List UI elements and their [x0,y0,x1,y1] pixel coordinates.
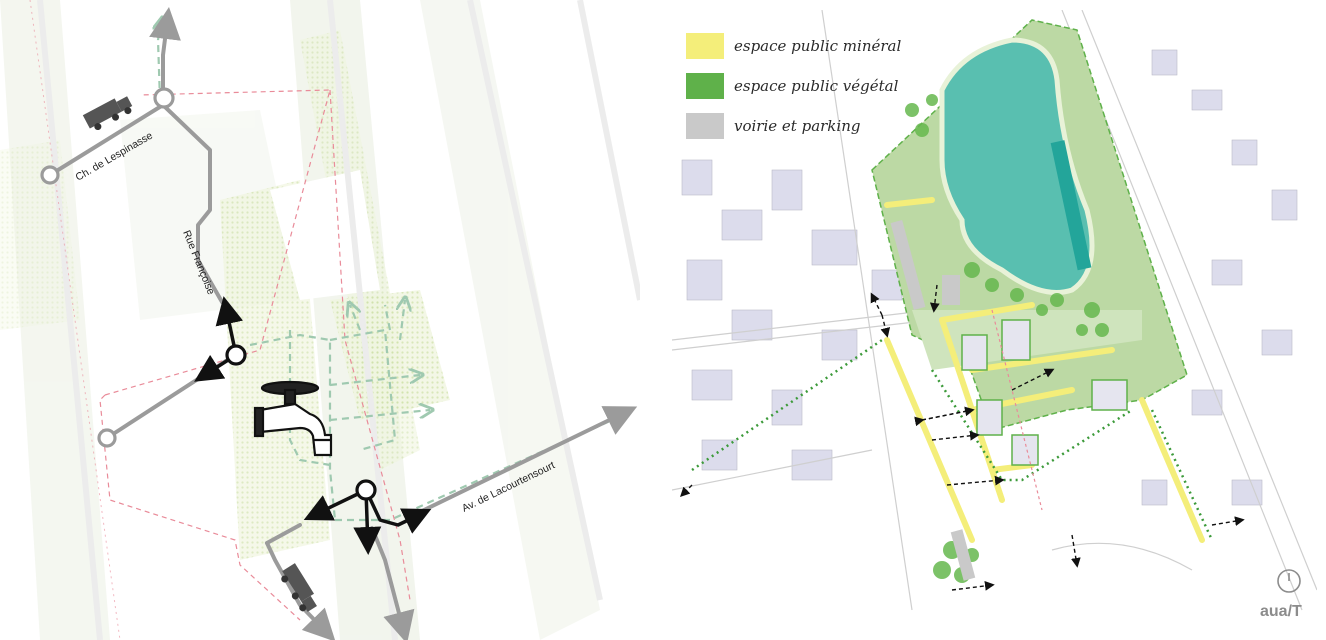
legend-swatch-voirie [686,113,724,139]
roundabout-icon [153,87,175,109]
site-perimeter [99,89,411,621]
legend-label: espace public minéral [734,37,902,55]
lake [939,37,1095,295]
legend-item-voirie: voirie et parking [686,106,916,146]
roundabout-icon [355,479,377,501]
roundabout-icon [225,344,247,366]
background-parcels [0,0,600,640]
legend-swatch-mineral [686,33,724,59]
clock-icon [1277,569,1301,593]
legend-item-vegetal: espace public végétal [686,66,916,106]
legend-item-mineral: espace public minéral [686,26,916,66]
site-buildings [961,319,1128,466]
legend-label: espace public végétal [734,77,899,95]
legend-swatch-vegetal [686,73,724,99]
aua-logo: aua/T [1260,569,1302,620]
public-space-plan-map [672,10,1317,622]
background-roads [37,0,640,640]
roundabout-icon [97,428,117,448]
urban-blocks [681,49,1298,506]
truck-icon [281,563,317,612]
access-diagram-map: Ch. de Lespinasse Rue Françoise Av. de L… [0,0,640,640]
truck-icon [82,96,133,131]
pedestrian-links [680,284,1245,591]
roundabout-icon [40,165,60,185]
roundabouts [40,87,377,501]
green-walkways [691,338,1214,541]
map-legend: espace public minéral espace public végé… [686,26,916,146]
legend-label: voirie et parking [734,117,861,135]
roads-and-parking [890,219,976,581]
water-tap-icon [253,380,333,457]
logo-text: aua/T [1260,603,1302,620]
